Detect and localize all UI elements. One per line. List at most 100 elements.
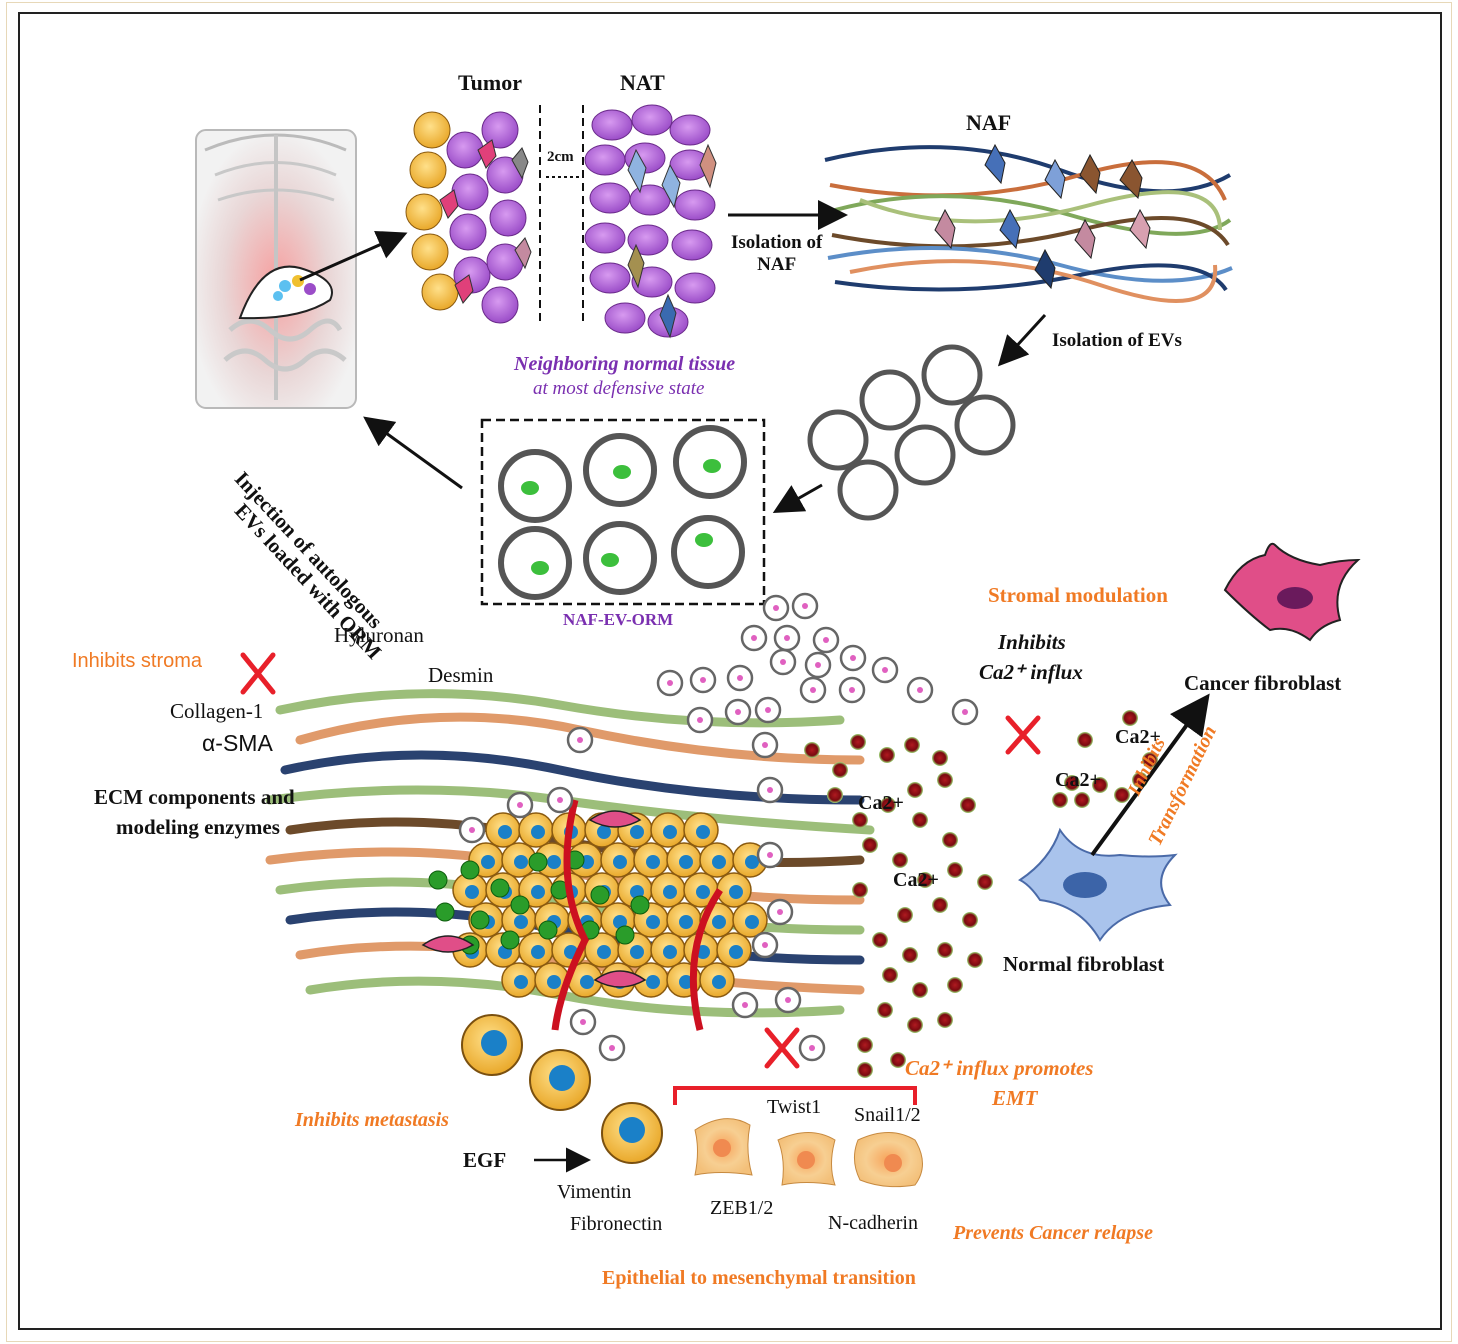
label-isolation-evs: Isolation of EVs bbox=[1052, 330, 1182, 351]
green-drug-particle bbox=[528, 852, 548, 872]
tumor-cell-nucleus bbox=[696, 885, 710, 899]
label-inhibits-ca-2: Ca2⁺ influx bbox=[979, 660, 1083, 684]
ev-cargo bbox=[667, 680, 673, 686]
label-naf-ev-orm: NAF-EV-ORM bbox=[563, 610, 674, 629]
calcium-ion bbox=[1142, 752, 1158, 768]
tumor-cell-nucleus bbox=[547, 855, 561, 869]
ev-cargo bbox=[780, 659, 786, 665]
label-defensive-state: at most defensive state bbox=[533, 378, 705, 399]
calcium-ion bbox=[882, 967, 898, 983]
label-isolation-naf: Isolation of NAF bbox=[731, 232, 823, 275]
green-drug-particle bbox=[460, 860, 480, 880]
ev-cargo bbox=[469, 827, 475, 833]
label-ca-3: Ca2+ bbox=[1055, 769, 1101, 791]
ev-cargo bbox=[962, 709, 968, 715]
label-2cm: 2cm bbox=[547, 149, 574, 165]
label-emt-full: Epithelial to mesenchymal transition bbox=[602, 1267, 916, 1289]
tumor-cell-nucleus bbox=[745, 855, 759, 869]
tumor-cell-nucleus bbox=[597, 825, 611, 839]
calcium-ion bbox=[932, 897, 948, 913]
label-ca-2: Ca2+ bbox=[893, 869, 939, 891]
label-ecm-2: modeling enzymes bbox=[116, 815, 280, 839]
green-drug-particle bbox=[510, 895, 530, 915]
ev-cargo bbox=[823, 637, 829, 643]
calcium-ion bbox=[977, 874, 993, 890]
calcium-ion bbox=[1114, 787, 1130, 803]
ev-cargo bbox=[785, 997, 791, 1003]
tumor-cell-nucleus bbox=[646, 975, 660, 989]
tumor-cell-nucleus bbox=[696, 825, 710, 839]
label-twist1: Twist1 bbox=[767, 1096, 822, 1118]
ev-cargo bbox=[762, 742, 768, 748]
label-neighboring-normal-tissue: Neighboring normal tissue bbox=[514, 353, 736, 375]
label-naf: NAF bbox=[966, 110, 1012, 135]
ev-cargo bbox=[751, 635, 757, 641]
label-cancer-fibroblast: Cancer fibroblast bbox=[1184, 671, 1342, 695]
ev-cargo bbox=[735, 709, 741, 715]
tumor-cell-nucleus bbox=[531, 885, 545, 899]
label-ca-1: Ca2+ bbox=[858, 792, 904, 814]
label-ca-4: Ca2+ bbox=[1115, 726, 1161, 748]
tumor-cell-nucleus bbox=[646, 855, 660, 869]
calcium-ion bbox=[937, 772, 953, 788]
tumor-cell-nucleus bbox=[481, 855, 495, 869]
label-alpha-sma: α-SMA bbox=[202, 730, 273, 756]
green-drug-particle bbox=[500, 930, 520, 950]
tumor-cell-nucleus bbox=[663, 825, 677, 839]
ev-cargo bbox=[767, 787, 773, 793]
calcium-ion bbox=[937, 942, 953, 958]
ev-cargo bbox=[810, 687, 816, 693]
label-stromal-modulation: Stromal modulation bbox=[988, 583, 1168, 607]
red-x-inhibit-stroma bbox=[240, 652, 276, 695]
tumor-cell-nucleus bbox=[630, 825, 644, 839]
label-inhibits-stroma: Inhibits stroma bbox=[72, 650, 203, 672]
ev-cargo bbox=[882, 667, 888, 673]
calcium-ion bbox=[897, 907, 913, 923]
green-drug-particle bbox=[538, 920, 558, 940]
cancer-fibroblast-small bbox=[421, 935, 475, 953]
ev-cargo bbox=[777, 909, 783, 915]
tumor-cell-nucleus bbox=[712, 855, 726, 869]
calcium-ion bbox=[912, 812, 928, 828]
tumor-cell-nucleus bbox=[679, 915, 693, 929]
calcium-ion bbox=[917, 872, 933, 888]
label-desmin: Desmin bbox=[428, 663, 494, 687]
label-ca-influx-emt-1: Ca2⁺ influx promotes bbox=[905, 1056, 1094, 1080]
label-snail: Snail1/2 bbox=[854, 1104, 921, 1126]
tumor-cell-nucleus bbox=[547, 975, 561, 989]
calcium-ion bbox=[850, 734, 866, 750]
ev-cargo bbox=[697, 717, 703, 723]
blood-vessel bbox=[551, 799, 589, 1031]
tumor-cell-nucleus bbox=[580, 975, 594, 989]
naf-ev-orm-box bbox=[480, 418, 766, 606]
label-vimentin: Vimentin bbox=[557, 1181, 632, 1203]
calcium-ion bbox=[932, 750, 948, 766]
calcium-ion bbox=[962, 912, 978, 928]
calcium-ion bbox=[1092, 777, 1108, 793]
ev-cargo bbox=[557, 797, 563, 803]
figure-outer-border bbox=[6, 2, 1452, 1342]
calcium-ion bbox=[912, 982, 928, 998]
calcium-ion bbox=[907, 1017, 923, 1033]
ev-cargo bbox=[815, 662, 821, 668]
label-hyluronan: Hyluronan bbox=[334, 623, 424, 647]
normal-fibroblast-cell bbox=[1018, 827, 1178, 942]
tumor-cell-nucleus bbox=[514, 975, 528, 989]
tumor-cell-nucleus bbox=[745, 915, 759, 929]
blood-vessel bbox=[689, 888, 723, 1031]
ev-cargo bbox=[850, 655, 856, 661]
calcium-ion bbox=[880, 797, 896, 813]
label-prevents-relapse: Prevents Cancer relapse bbox=[953, 1222, 1153, 1244]
tumor-cell-nucleus bbox=[729, 945, 743, 959]
calcium-ion bbox=[892, 852, 908, 868]
calcium-ion bbox=[857, 1062, 873, 1078]
calcium-ion bbox=[942, 832, 958, 848]
label-ncadherin: N-cadherin bbox=[828, 1212, 918, 1234]
calcium-ion bbox=[827, 787, 843, 803]
tumor-cell-nucleus bbox=[630, 945, 644, 959]
tumor-cell-nucleus bbox=[646, 915, 660, 929]
calcium-ion bbox=[1074, 792, 1090, 808]
label-egf: EGF bbox=[463, 1148, 507, 1172]
calcium-ion bbox=[1077, 732, 1093, 748]
circulating-tumor-cells bbox=[461, 1014, 663, 1164]
